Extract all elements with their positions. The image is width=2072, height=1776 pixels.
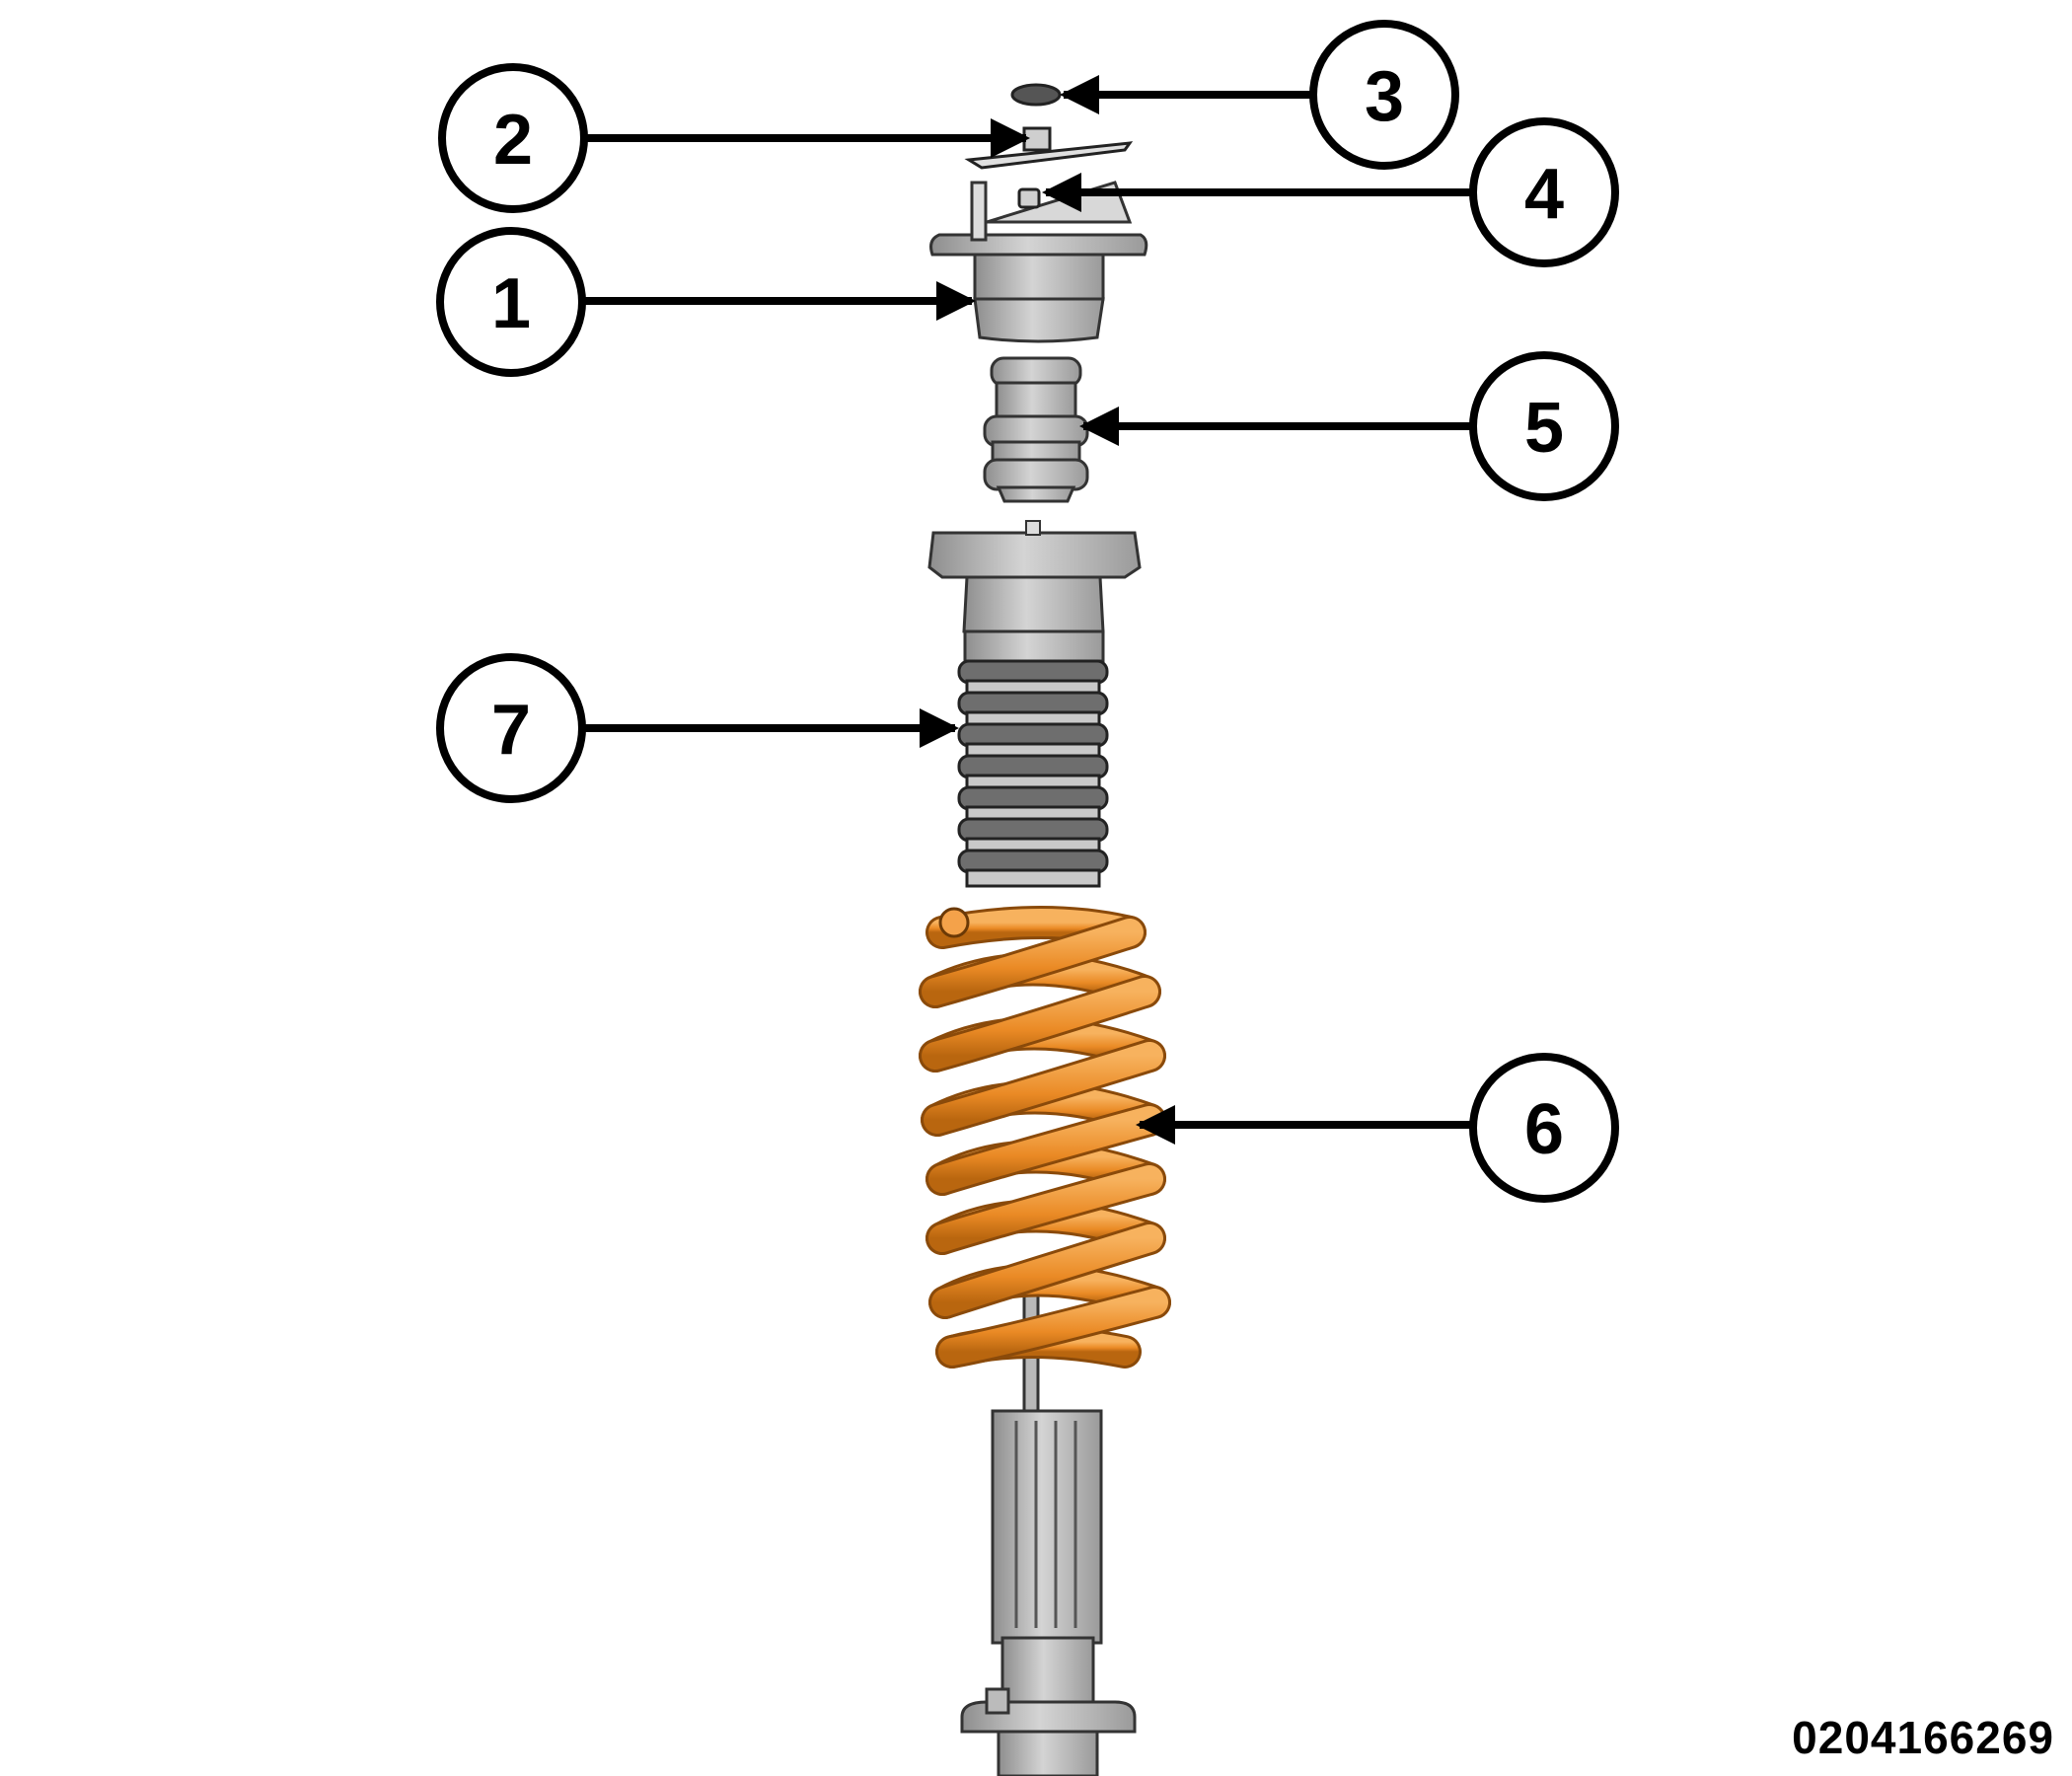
callout-label-2: 2 xyxy=(493,101,533,180)
callout-4: 4 xyxy=(1469,117,1619,267)
figure-id: 0204166269 xyxy=(1792,1712,2054,1763)
callout-7: 7 xyxy=(436,653,586,803)
strut-nut-icon xyxy=(964,126,1134,170)
jounce-bumper-icon xyxy=(983,356,1089,503)
coil-spring-icon xyxy=(919,906,1171,1369)
mount-nut-icon xyxy=(1017,187,1041,209)
callout-label-6: 6 xyxy=(1524,1090,1564,1169)
callout-label-3: 3 xyxy=(1365,57,1404,136)
leader-lines xyxy=(582,75,1470,1145)
callout-2: 2 xyxy=(438,63,588,213)
callout-6: 6 xyxy=(1469,1053,1619,1203)
dust-boot-icon xyxy=(927,520,1142,888)
callout-5: 5 xyxy=(1469,351,1619,501)
callout-label-4: 4 xyxy=(1524,155,1564,234)
shock-absorber-icon xyxy=(960,1271,1137,1776)
callout-label-7: 7 xyxy=(491,691,531,770)
callout-1: 1 xyxy=(436,227,586,377)
cap-icon xyxy=(1010,83,1062,107)
callout-3: 3 xyxy=(1309,20,1459,170)
callout-label-5: 5 xyxy=(1524,389,1564,468)
callout-label-1: 1 xyxy=(491,264,531,343)
